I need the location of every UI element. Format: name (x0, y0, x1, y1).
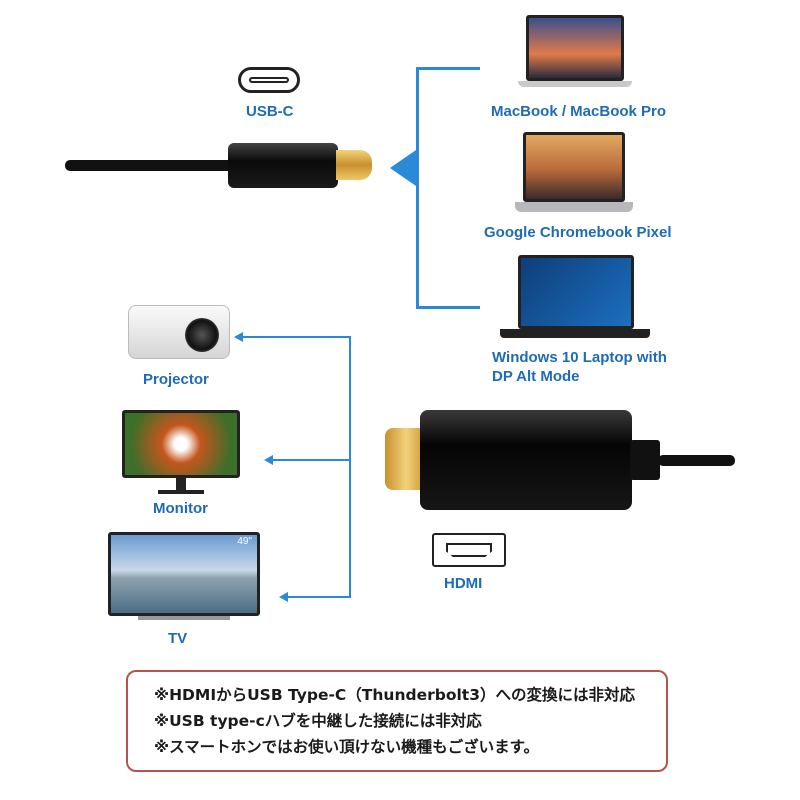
windows-laptop-image (500, 255, 650, 340)
windows-laptop-label-line2: DP Alt Mode (492, 368, 580, 385)
arrow-monitor-icon (264, 455, 273, 465)
source-bracket (416, 67, 419, 309)
hdmi-label: HDMI (444, 575, 483, 592)
arrow-line-monitor (270, 459, 350, 461)
usb-c-port-icon (238, 67, 300, 93)
usb-c-cable (65, 160, 235, 171)
arrow-projector-icon (234, 332, 243, 342)
hdmi-strain-relief (630, 440, 660, 480)
hdmi-connector (420, 410, 632, 510)
hdmi-port-icon (432, 533, 506, 567)
macbook-label: MacBook / MacBook Pro (491, 103, 667, 120)
hdmi-cable (658, 455, 735, 466)
display-bracket (349, 336, 351, 598)
notice-line: ※HDMIからUSB Type-C（Thunderbolt3）への変換には非対応 (154, 686, 635, 704)
notice-line: ※USB type-cハブを中継した接続には非対応 (154, 712, 482, 730)
usb-c-label: USB-C (246, 103, 294, 120)
notice-box: ※HDMIからUSB Type-C（Thunderbolt3）への変換には非対応… (126, 670, 668, 772)
chromebook-image (515, 132, 633, 216)
arrow-line-projector (240, 336, 350, 338)
monitor-image (122, 410, 240, 496)
windows-laptop-label: Windows 10 Laptop with (492, 349, 667, 366)
notice-line: ※スマートホンではお使い頂けない機種もございます。 (154, 738, 540, 756)
tv-size-badge: 49" (237, 536, 252, 547)
projector-image (128, 305, 230, 359)
arrow-line-tv (285, 596, 350, 598)
chromebook-label: Google Chromebook Pixel (484, 224, 672, 241)
projector-label: Projector (143, 371, 209, 388)
input-direction-arrow (390, 150, 416, 186)
bracket-tick (416, 67, 480, 70)
bracket-tick (416, 306, 480, 309)
arrow-tv-icon (279, 592, 288, 602)
tv-label: TV (168, 630, 188, 647)
usb-c-connector (228, 143, 338, 188)
monitor-label: Monitor (153, 500, 208, 517)
macbook-image (518, 15, 632, 90)
tv-image: 49" (108, 532, 260, 624)
usb-c-plug (336, 150, 372, 180)
